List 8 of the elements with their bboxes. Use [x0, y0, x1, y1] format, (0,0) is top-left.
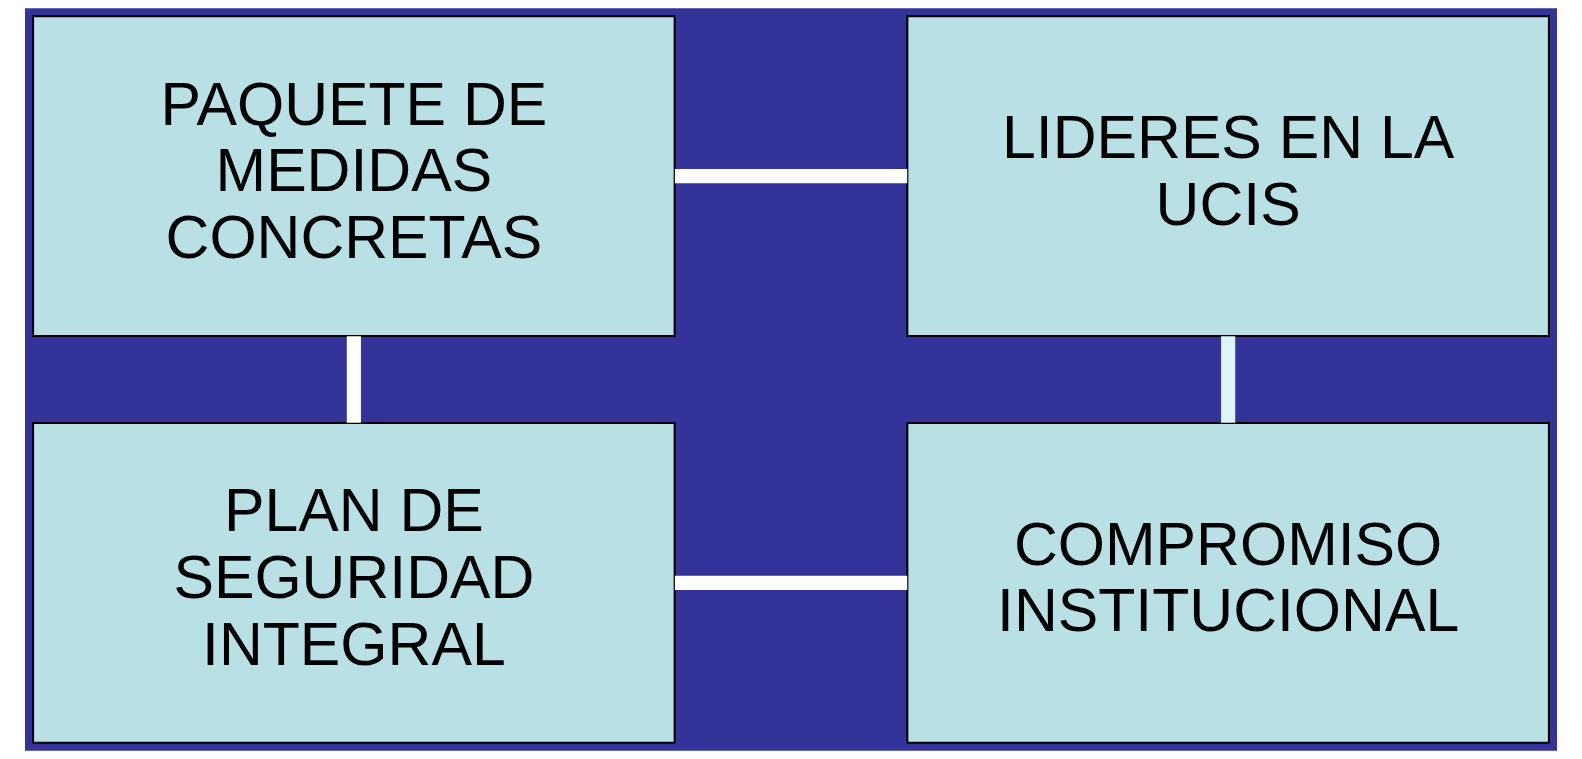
node-box: LIDERES EN LA UCIS — [906, 15, 1550, 337]
connector — [1221, 336, 1236, 423]
node-box: PAQUETE DE MEDIDAS CONCRETAS — [32, 15, 676, 337]
connector — [674, 575, 908, 590]
connector — [346, 336, 361, 423]
connector — [674, 169, 908, 184]
node-box: COMPROMISO INSTITUCIONAL — [906, 422, 1550, 744]
node-box: PLAN DE SEGURIDAD INTEGRAL — [32, 422, 676, 744]
